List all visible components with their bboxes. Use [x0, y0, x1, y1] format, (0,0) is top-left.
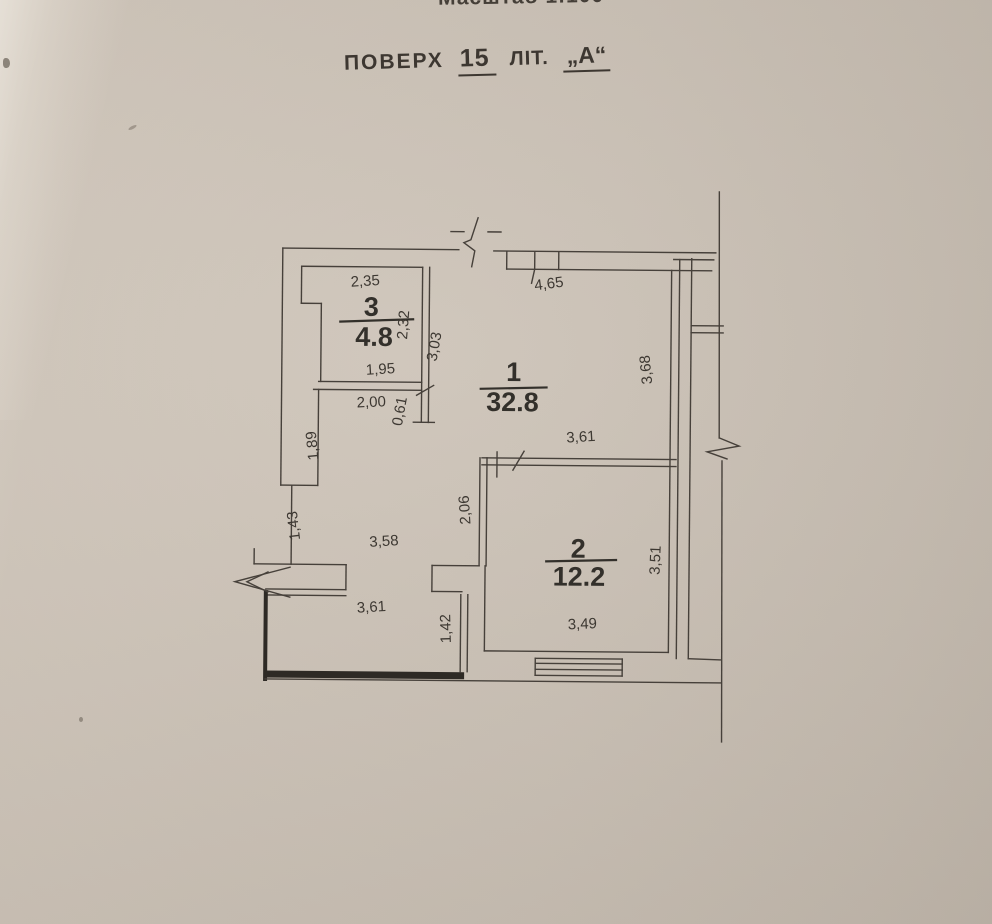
dimension-3-03: 3,03 [424, 331, 446, 363]
dimension-1-95: 1,95 [365, 360, 395, 379]
entrance-break-icon [232, 566, 291, 599]
paper-speck [79, 717, 83, 722]
paper-speck [3, 58, 10, 68]
dimension-labels: 2,35 1,95 2,00 0,61 2,32 3,03 4,65 3,68 … [284, 272, 665, 644]
dimension-3-68: 3,68 [636, 354, 656, 385]
room-3-number: 3 [364, 292, 379, 322]
wall-break-icon-top [450, 216, 502, 268]
wall-break-icon-right [704, 436, 742, 460]
dimension-1-89: 1,89 [303, 430, 323, 461]
dimension-1-43: 1,43 [284, 510, 304, 541]
room-1-area: 32.8 [486, 387, 539, 417]
dimension-0-61: 0,61 [389, 395, 411, 427]
room-2-label: 2 12.2 [545, 534, 618, 592]
room-3-walls [300, 265, 436, 424]
outer-walls [253, 247, 722, 684]
hall-walls [317, 388, 480, 673]
room-2-area: 12.2 [553, 561, 606, 591]
dimension-1-42: 1,42 [437, 614, 455, 644]
dimension-2-32: 2,32 [394, 310, 413, 340]
top-wall-window [505, 251, 560, 285]
dimension-2-00: 2,00 [356, 393, 386, 411]
dimension-4-65: 4,65 [533, 274, 564, 295]
room-3-label: 3 4.8 [339, 292, 415, 352]
room-1-label: 1 32.8 [479, 357, 548, 417]
right-building-edge [667, 191, 742, 743]
room-3-area: 4.8 [355, 322, 393, 352]
dimension-3-49: 3,49 [567, 615, 597, 633]
room-2-number: 2 [571, 534, 586, 564]
room-2-walls [478, 450, 677, 654]
dimension-3-61-hall: 3,61 [356, 598, 386, 617]
room-1-number: 1 [506, 357, 521, 387]
dimension-3-58: 3,58 [369, 532, 399, 551]
dimension-3-61-room2: 3,61 [566, 428, 596, 447]
room-2-window [534, 657, 623, 677]
dimension-2-35: 2,35 [350, 272, 380, 291]
dimension-3-51: 3,51 [647, 545, 665, 575]
dimension-2-06: 2,06 [456, 495, 475, 525]
